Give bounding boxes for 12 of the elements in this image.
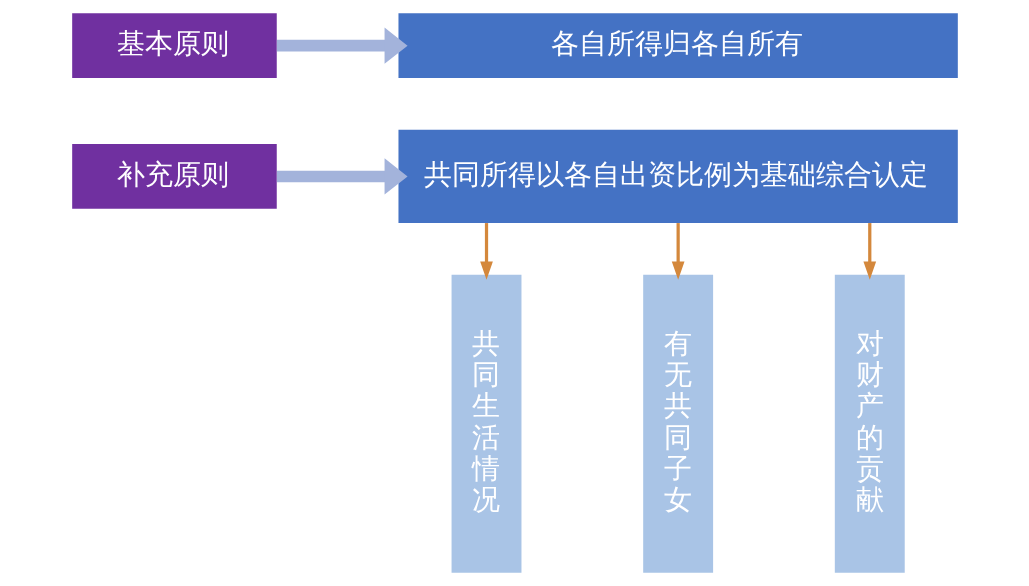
arrow xyxy=(862,223,876,280)
node-box: 共同生活情况 xyxy=(451,274,521,573)
arrow xyxy=(479,223,493,280)
node-box: 对财产的贡献 xyxy=(834,274,905,573)
arrow xyxy=(671,223,684,280)
node-box: 基本原则 xyxy=(71,13,277,79)
node-box: 各自所得归各自所有 xyxy=(397,13,958,79)
arrow xyxy=(276,158,408,195)
arrow xyxy=(276,27,408,64)
node-box: 共同所得以各自出资比例为基础综合认定 xyxy=(397,129,958,224)
node-box: 补充原则 xyxy=(71,144,277,209)
node-box: 有无共同子女 xyxy=(642,274,713,573)
